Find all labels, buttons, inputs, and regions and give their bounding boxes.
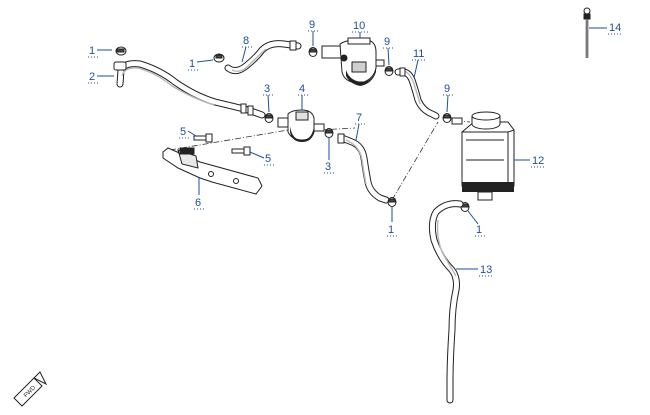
callout-9-tank: 9 [444, 83, 450, 95]
callout-9-right: 9 [384, 36, 390, 48]
hose-13[interactable] [428, 200, 464, 404]
purge-valve-10[interactable] [321, 37, 385, 86]
bolt-5-lower[interactable] [231, 146, 251, 156]
callout-4: 4 [299, 83, 305, 95]
fwd-direction-indicator: FWD [13, 371, 48, 407]
clamp-3-upper[interactable] [264, 113, 274, 123]
callout-8: 8 [243, 35, 249, 47]
clamp-9-left[interactable] [308, 47, 318, 57]
callout-7: 7 [356, 112, 362, 124]
clamp-1-hose-8[interactable] [213, 53, 225, 63]
callout-1-top-left: 1 [89, 45, 95, 57]
callout-1-hose-8: 1 [189, 58, 195, 70]
canister-12[interactable] [451, 111, 515, 201]
callout-5-upper: 5 [180, 126, 186, 138]
callout-13: 13 [480, 264, 492, 276]
callout-3-lower: 3 [325, 161, 331, 173]
sensor-14[interactable] [583, 7, 591, 58]
clamp-3-lower[interactable] [324, 128, 334, 138]
callout-3-upper: 3 [264, 83, 270, 95]
callout-11: 11 [413, 48, 424, 60]
clamp-1-hose-7[interactable] [387, 197, 397, 207]
assembly-centerlines [169, 119, 471, 201]
callout-6: 6 [195, 197, 201, 209]
callout-5-lower: 5 [265, 153, 271, 165]
clamp-9-right[interactable] [384, 66, 394, 76]
hose-2[interactable] [113, 60, 266, 119]
callout-10: 10 [353, 20, 365, 32]
callout-2: 2 [89, 71, 95, 83]
bracket-6[interactable] [162, 147, 263, 195]
valve-4[interactable] [277, 109, 325, 142]
bolt-5-upper[interactable] [193, 133, 213, 143]
clamp-9-tank[interactable] [442, 113, 452, 123]
hose-8[interactable] [224, 40, 302, 75]
hose-7[interactable] [337, 133, 390, 204]
callout-9-left: 9 [309, 19, 315, 31]
callout-1-tank: 1 [476, 224, 482, 236]
clamp-1-top-left[interactable] [115, 46, 127, 56]
callout-14: 14 [609, 22, 621, 34]
callouts: 1 2 1 8 9 10 9 11 3 [88, 19, 622, 277]
callout-1-hose-7: 1 [388, 224, 394, 236]
callout-12: 12 [532, 155, 544, 167]
hose-11[interactable] [394, 67, 440, 120]
